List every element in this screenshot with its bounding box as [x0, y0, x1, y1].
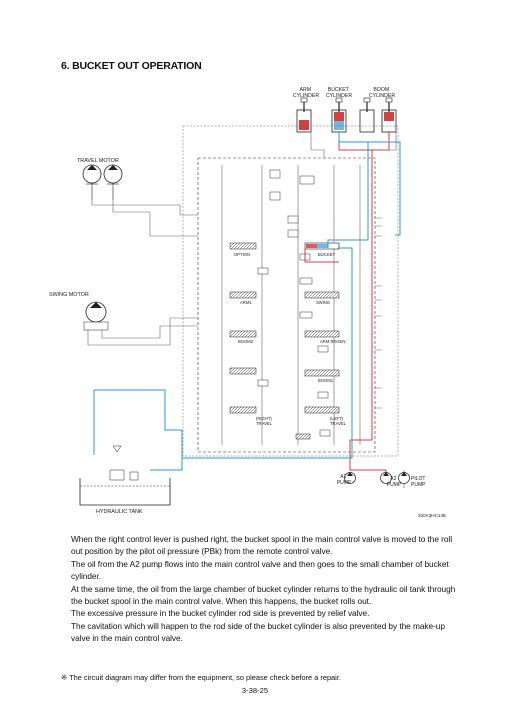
figure-code: 320A3HC14E — [418, 513, 446, 518]
arm-cylinder-label: ARM CYLINDER — [293, 87, 319, 99]
return-lines — [93, 132, 401, 471]
travel-motor-right — [103, 164, 123, 200]
a2-pump-label: A2 PUMP — [387, 476, 402, 488]
boom-cylinder — [381, 97, 397, 133]
page-number: 3-38-25 — [241, 686, 269, 695]
pilot-pump — [398, 472, 410, 484]
paragraph-5: The cavitation which will happen to the … — [71, 620, 445, 644]
bucket-label: BUCKET — [318, 252, 335, 257]
a1-pump-label: A1 PUMP — [337, 474, 352, 486]
left-travel-label: (LEFT) TRAVEL — [330, 416, 347, 426]
swing-motor — [83, 301, 109, 331]
valve-spools — [229, 242, 340, 440]
hydraulic-tank — [79, 445, 171, 506]
pilot-line-frame — [182, 125, 399, 457]
bucket-cylinder-2 — [359, 97, 375, 133]
right-ports — [375, 217, 382, 409]
supply-lines — [304, 132, 390, 480]
swing-label: SWING — [316, 300, 330, 305]
option-label: OPTION — [234, 252, 250, 257]
arm1-label: ARM1 — [240, 300, 252, 305]
pilot-lines — [87, 132, 405, 488]
paragraph-4: The excessive pressure in the bucket cyl… — [71, 608, 370, 619]
boom2-label: BOOM2 — [238, 339, 254, 344]
a1-pump — [344, 472, 356, 484]
arm-cylinder — [296, 97, 312, 133]
valve-passages — [221, 165, 361, 445]
paragraph-3: At the same time, the oil from the large… — [71, 583, 456, 607]
hydraulic-circuit-diagram: ARM CYLINDER BUCKET CYLINDER BOOM CYLIND… — [49, 87, 446, 518]
pilot-pump-label: PILOT PUMP — [411, 476, 427, 488]
paragraph-2: The oil from the A2 pump flows into the … — [71, 558, 449, 582]
boom1-label: BOOM1 — [318, 378, 334, 383]
body-text: When the right control lever is pushed r… — [71, 533, 463, 645]
footnote: ※ The circuit diagram may differ from th… — [61, 673, 341, 682]
bucket-cylinder — [331, 97, 347, 133]
main-control-valve — [197, 157, 376, 453]
right-travel-label: (RIGHT) TRAVEL — [256, 416, 273, 426]
boom-cylinder-label: BOOM CYLINDER — [369, 87, 395, 99]
arm-regen-label: ARM REGEN — [320, 339, 345, 344]
paragraph-1: When the right control lever is pushed r… — [71, 534, 453, 557]
swing-motor-label: SWING MOTOR — [49, 292, 89, 298]
hydraulic-tank-label: HYDRAULIC TANK — [96, 509, 143, 515]
travel-motor-left — [82, 164, 102, 200]
section-title: 6. BUCKET OUT OPERATION — [61, 60, 202, 72]
travel-motor-label: TRAVEL MOTOR — [77, 158, 119, 164]
a2-pump — [380, 472, 392, 484]
bucket-cylinder-label: BUCKET CYLINDER — [326, 87, 352, 99]
